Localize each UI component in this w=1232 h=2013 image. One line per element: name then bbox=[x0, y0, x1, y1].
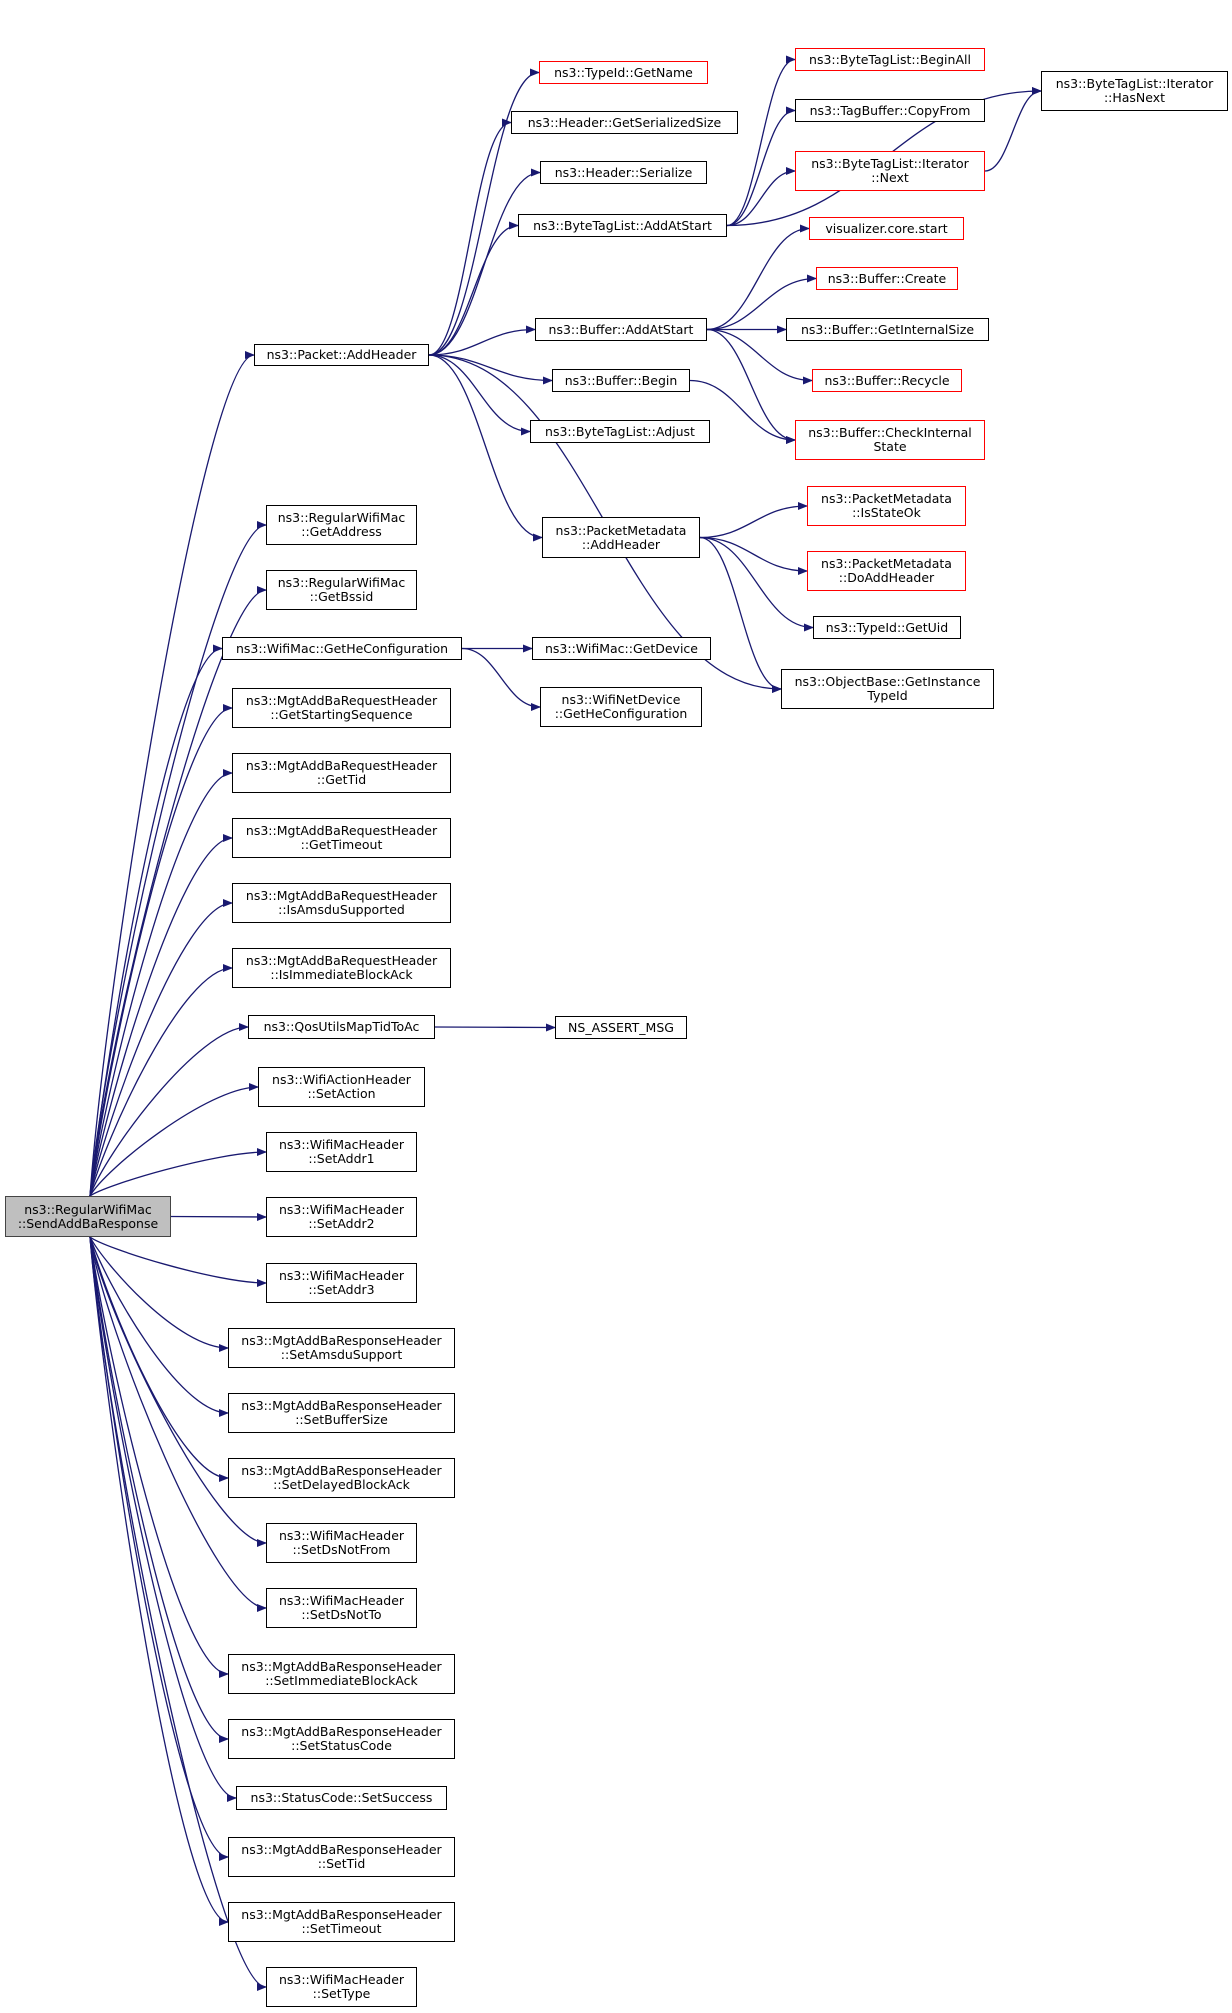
edge-buffer_begin-to-buffer_checkinternalstate bbox=[689, 379, 796, 444]
node-visualizer-core-start[interactable]: visualizer.core.start bbox=[809, 217, 964, 240]
node-wifimacheader-setaddr2[interactable]: ns3::WifiMacHeader::SetAddr2 bbox=[266, 1197, 417, 1237]
edge-packet_addheader-to-header_getserializedsize bbox=[428, 118, 512, 356]
edge-packetmetadata_addheader-to-packetmetadata_isstateok bbox=[699, 502, 808, 539]
edge-root-to-resp_setdelayedblockack bbox=[89, 1236, 229, 1482]
edge-packetmetadata_addheader-to-objectbase_getinstancetypeid bbox=[699, 536, 782, 693]
edge-root-to-req_gettimeout bbox=[89, 834, 233, 1197]
node-wifimacheader-setaddr1[interactable]: ns3::WifiMacHeader::SetAddr1 bbox=[266, 1132, 417, 1172]
node-tagbuffer-copyfrom[interactable]: ns3::TagBuffer::CopyFrom bbox=[795, 99, 985, 122]
edge-root-to-machdr_settype bbox=[89, 1236, 267, 1991]
node-typeid-getname[interactable]: ns3::TypeId::GetName bbox=[539, 61, 708, 84]
edge-root-to-regularwifimac_getbssid bbox=[89, 586, 267, 1197]
node-ns-assert-msg[interactable]: NS_ASSERT_MSG bbox=[555, 1016, 687, 1039]
node-bytetaglist-beginall[interactable]: ns3::ByteTagList::BeginAll bbox=[795, 48, 985, 71]
edge-root-to-machdr_setdsnotfrom bbox=[89, 1236, 267, 1547]
node-packetmetadata-isstateok[interactable]: ns3::PacketMetadata::IsStateOk bbox=[807, 486, 966, 526]
node-typeid-getuid[interactable]: ns3::TypeId::GetUid bbox=[813, 616, 961, 639]
node-resp-setimmediateblockack[interactable]: ns3::MgtAddBaResponseHeader::SetImmediat… bbox=[228, 1654, 455, 1694]
node-resp-setamsdusupport[interactable]: ns3::MgtAddBaResponseHeader::SetAmsduSup… bbox=[228, 1328, 455, 1368]
node-buffer-recycle[interactable]: ns3::Buffer::Recycle bbox=[812, 369, 962, 392]
edge-buffer_addatstart-to-buffer_create bbox=[706, 274, 817, 331]
node-wifimac-getheconfiguration[interactable]: ns3::WifiMac::GetHeConfiguration bbox=[222, 637, 462, 660]
edge-root-to-statuscode_setsuccess bbox=[89, 1236, 237, 1802]
edge-wifimac_gethe-to-wifinetdevice_gethe bbox=[461, 647, 541, 711]
edge-root-to-req_gettid bbox=[89, 769, 233, 1197]
edge-packet_addheader-to-bytetaglist_adjust bbox=[428, 354, 531, 436]
edge-root-to-resp_settimeout bbox=[89, 1236, 229, 1926]
node-resp-settimeout[interactable]: ns3::MgtAddBaResponseHeader::SetTimeout bbox=[228, 1902, 455, 1942]
node-bytetaglist-adjust[interactable]: ns3::ByteTagList::Adjust bbox=[530, 420, 710, 443]
node-packet-addheader[interactable]: ns3::Packet::AddHeader bbox=[254, 344, 429, 366]
node-wifiactionheader-setaction[interactable]: ns3::WifiActionHeader::SetAction bbox=[258, 1067, 425, 1107]
edge-packetmetadata_addheader-to-typeid_getuid bbox=[699, 536, 814, 632]
edge-root-to-resp_setstatuscode bbox=[89, 1236, 229, 1743]
node-statuscode-setsuccess[interactable]: ns3::StatusCode::SetSuccess bbox=[236, 1786, 447, 1810]
node-buffer-begin[interactable]: ns3::Buffer::Begin bbox=[552, 369, 690, 392]
node-qosutils-maptidtoac[interactable]: ns3::QosUtilsMapTidToAc bbox=[248, 1015, 435, 1039]
edge-buffer_addatstart-to-buffer_recycle bbox=[706, 328, 813, 385]
node-req-gettid[interactable]: ns3::MgtAddBaRequestHeader::GetTid bbox=[232, 753, 451, 793]
node-bytetaglist-iterator-hasnext[interactable]: ns3::ByteTagList::Iterator::HasNext bbox=[1041, 71, 1228, 111]
node-wifimacheader-setdsnotto[interactable]: ns3::WifiMacHeader::SetDsNotTo bbox=[266, 1588, 417, 1628]
edge-root-to-machdr_setaddr1 bbox=[89, 1148, 267, 1197]
edge-bytetaglist_addatstart-to-bytetaglist_iterator_next bbox=[726, 167, 796, 227]
node-wifimacheader-setdsnotfrom[interactable]: ns3::WifiMacHeader::SetDsNotFrom bbox=[266, 1523, 417, 1563]
node-wifimac-getdevice[interactable]: ns3::WifiMac::GetDevice bbox=[532, 637, 711, 660]
edge-packetmetadata_addheader-to-packetmetadata_doaddheader bbox=[699, 536, 808, 575]
node-resp-settid[interactable]: ns3::MgtAddBaResponseHeader::SetTid bbox=[228, 1837, 455, 1877]
edge-root-to-machdr_setaddr3 bbox=[89, 1236, 267, 1287]
edge-packet_addheader-to-typeid_getname bbox=[428, 68, 540, 356]
edge-root-to-machdr_setdsnotto bbox=[89, 1236, 267, 1612]
edge-buffer_addatstart-to-buffer_checkinternalstate bbox=[706, 328, 796, 444]
node-regularwifimac-getbssid[interactable]: ns3::RegularWifiMac::GetBssid bbox=[266, 570, 417, 610]
edge-root-to-machdr_setaddr2 bbox=[170, 1212, 267, 1221]
edge-root-to-resp_setbuffersize bbox=[89, 1236, 229, 1417]
edge-root-to-resp_setamsdusupport bbox=[89, 1236, 229, 1352]
edge-root-to-req_isamsdusupported bbox=[89, 899, 233, 1197]
edge-packet_addheader-to-buffer_addatstart bbox=[428, 325, 536, 356]
node-root-sendaddbaresponse: ns3::RegularWifiMac::SendAddBaResponse bbox=[5, 1196, 171, 1237]
edge-bytetaglist_iterator_next-to-bytetaglist_iterator_hasnext bbox=[984, 87, 1042, 172]
node-packetmetadata-addheader[interactable]: ns3::PacketMetadata::AddHeader bbox=[542, 517, 700, 558]
node-regularwifimac-getaddress[interactable]: ns3::RegularWifiMac::GetAddress bbox=[266, 505, 417, 545]
edge-qosutils_maptidtoac-to-ns_assert_msg bbox=[434, 1023, 556, 1032]
node-header-serialize[interactable]: ns3::Header::Serialize bbox=[540, 161, 707, 184]
node-req-isimmediateblockack[interactable]: ns3::MgtAddBaRequestHeader::IsImmediateB… bbox=[232, 948, 451, 988]
node-buffer-create[interactable]: ns3::Buffer::Create bbox=[816, 267, 958, 290]
node-bytetaglist-addatstart[interactable]: ns3::ByteTagList::AddAtStart bbox=[518, 214, 727, 237]
edge-root-to-packet_addheader bbox=[89, 351, 255, 1197]
node-bytetaglist-iterator-next[interactable]: ns3::ByteTagList::Iterator::Next bbox=[795, 151, 985, 191]
edge-root-to-wifiaction_setaction bbox=[89, 1083, 259, 1197]
node-buffer-addatstart[interactable]: ns3::Buffer::AddAtStart bbox=[535, 318, 707, 341]
edge-packet_addheader-to-packetmetadata_addheader bbox=[428, 354, 543, 542]
edge-root-to-req_getstartingsequence bbox=[89, 704, 233, 1197]
node-req-gettimeout[interactable]: ns3::MgtAddBaRequestHeader::GetTimeout bbox=[232, 818, 451, 858]
node-req-getstartingsequence[interactable]: ns3::MgtAddBaRequestHeader::GetStartingS… bbox=[232, 688, 451, 728]
node-packetmetadata-doaddheader[interactable]: ns3::PacketMetadata::DoAddHeader bbox=[807, 551, 966, 591]
node-resp-setstatuscode[interactable]: ns3::MgtAddBaResponseHeader::SetStatusCo… bbox=[228, 1719, 455, 1759]
edge-bytetaglist_addatstart-to-bytetaglist_beginall bbox=[726, 55, 796, 227]
node-buffer-getinternalsize[interactable]: ns3::Buffer::GetInternalSize bbox=[786, 318, 989, 341]
node-wifimacheader-setaddr3[interactable]: ns3::WifiMacHeader::SetAddr3 bbox=[266, 1263, 417, 1303]
node-wifimacheader-settype[interactable]: ns3::WifiMacHeader::SetType bbox=[266, 1967, 417, 2007]
edge-root-to-qosutils_maptidtoac bbox=[89, 1023, 249, 1197]
edge-bytetaglist_addatstart-to-tagbuffer_copyfrom bbox=[726, 106, 796, 227]
edge-buffer_addatstart-to-visualizer_core_start bbox=[706, 224, 810, 331]
edge-root-to-wifimac_gethe bbox=[89, 644, 223, 1197]
edge-packet_addheader-to-bytetaglist_addatstart bbox=[428, 221, 519, 356]
node-resp-setdelayedblockack[interactable]: ns3::MgtAddBaResponseHeader::SetDelayedB… bbox=[228, 1458, 455, 1498]
node-wifinetdevice-getheconfiguration[interactable]: ns3::WifiNetDevice::GetHeConfiguration bbox=[540, 687, 702, 727]
node-req-isamsdusupported[interactable]: ns3::MgtAddBaRequestHeader::IsAmsduSuppo… bbox=[232, 883, 451, 923]
node-header-getserializedsize[interactable]: ns3::Header::GetSerializedSize bbox=[511, 111, 738, 134]
edge-root-to-req_isimmediateblockack bbox=[89, 964, 233, 1197]
node-resp-setbuffersize[interactable]: ns3::MgtAddBaResponseHeader::SetBufferSi… bbox=[228, 1393, 455, 1433]
edge-root-to-resp_setimmediateblockack bbox=[89, 1236, 229, 1678]
